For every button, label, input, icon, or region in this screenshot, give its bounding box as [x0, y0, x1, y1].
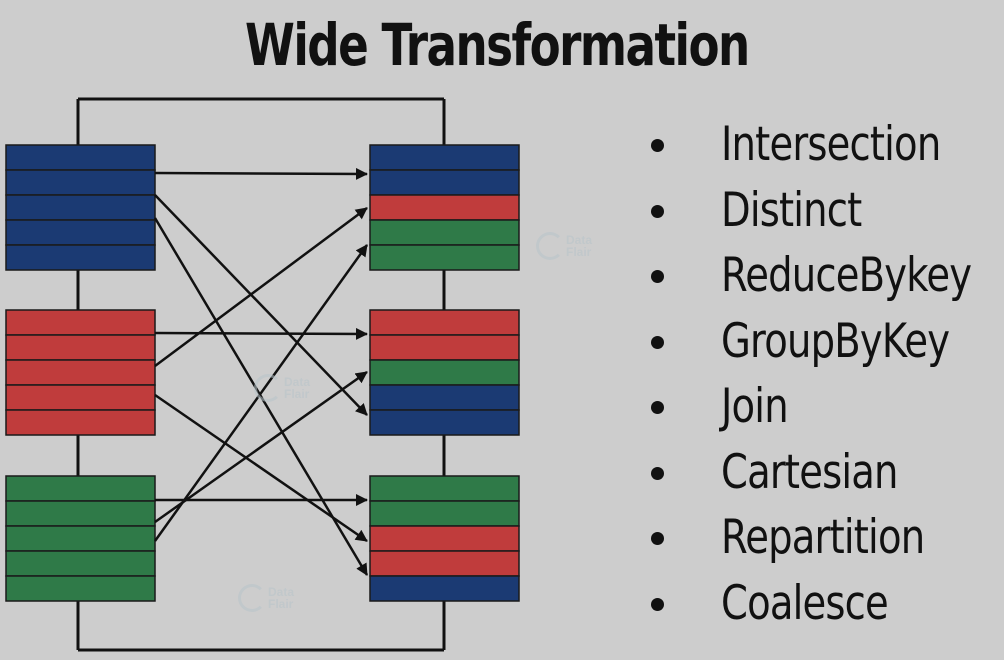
shuffle-diagram — [5, 97, 520, 652]
bullet-icon — [651, 204, 664, 218]
bullet-icon — [651, 597, 664, 611]
watermark-line2: Flair — [284, 387, 310, 401]
source-partition — [5, 309, 156, 436]
watermark-line1: Data — [566, 233, 593, 247]
watermark-logo: Data Flair — [536, 232, 592, 260]
target-record — [369, 500, 520, 527]
source-record — [5, 575, 156, 602]
source-record — [5, 525, 156, 552]
target-partitions — [369, 144, 520, 602]
source-record — [5, 409, 156, 436]
operation-label: Cartesian — [721, 444, 898, 500]
operation-label: Intersection — [721, 117, 941, 172]
bullet-icon — [651, 532, 664, 545]
operation-label: Join — [721, 379, 789, 434]
target-record — [369, 359, 520, 386]
source-record — [5, 384, 156, 411]
operation-label: Distinct — [721, 182, 862, 238]
shuffle-arrow — [154, 393, 368, 543]
target-partition — [369, 309, 520, 436]
title: Wide Transformation — [0, 0, 1004, 90]
bullet-icon — [651, 335, 664, 349]
watermark-icon — [238, 584, 266, 612]
watermark-line1: Data — [284, 375, 311, 389]
source-record — [5, 475, 156, 502]
target-record — [369, 194, 520, 221]
watermark-line2: Flair — [566, 245, 592, 259]
target-record — [369, 169, 520, 196]
target-partition — [369, 144, 520, 271]
source-record — [5, 550, 156, 577]
source-partitions — [5, 144, 156, 602]
shuffle-arrow — [154, 327, 368, 340]
target-record — [369, 525, 520, 552]
target-record — [369, 475, 520, 502]
bullet-icon — [651, 401, 664, 414]
source-record — [5, 334, 156, 361]
operation-label: Repartition — [721, 510, 925, 565]
watermark-line1: Data — [268, 585, 295, 599]
source-record — [5, 169, 156, 196]
source-record — [5, 144, 156, 171]
shuffle-arrow — [154, 206, 368, 368]
watermark-line2: Flair — [268, 597, 294, 611]
target-record — [369, 550, 520, 577]
shuffle-arrow — [154, 370, 368, 524]
watermark-logo: Data Flair — [254, 374, 310, 402]
watermark-icon — [536, 232, 564, 260]
bullet-icon — [651, 466, 664, 480]
target-record — [369, 309, 520, 336]
source-record — [5, 194, 156, 221]
operation-label: Coalesce — [721, 575, 889, 631]
operation-label: GroupByKey — [721, 313, 950, 369]
target-record — [369, 219, 520, 246]
title-text: Wide Transformation — [245, 11, 750, 79]
target-record — [369, 409, 520, 436]
target-record — [369, 334, 520, 361]
source-record — [5, 500, 156, 527]
source-record — [5, 219, 156, 246]
target-record — [369, 244, 520, 271]
source-record — [5, 244, 156, 271]
source-record — [5, 309, 156, 336]
source-record — [5, 359, 156, 386]
source-partition — [5, 144, 156, 271]
bullet-icon — [651, 270, 664, 283]
watermark-logo: Data Flair — [238, 584, 294, 612]
bullet-icon — [651, 139, 664, 152]
watermark-text: Data Flair — [284, 376, 310, 400]
target-record — [369, 144, 520, 171]
watermark-text: Data Flair — [566, 234, 592, 258]
shuffle-arrow — [154, 194, 368, 416]
target-record — [369, 384, 520, 411]
shuffle-arrow — [154, 167, 368, 180]
watermark-text: Data Flair — [268, 586, 294, 610]
target-record — [369, 575, 520, 602]
target-partition — [369, 475, 520, 602]
watermark-icon — [254, 374, 282, 402]
operation-label: ReduceBykey — [721, 248, 972, 303]
source-partition — [5, 475, 156, 602]
